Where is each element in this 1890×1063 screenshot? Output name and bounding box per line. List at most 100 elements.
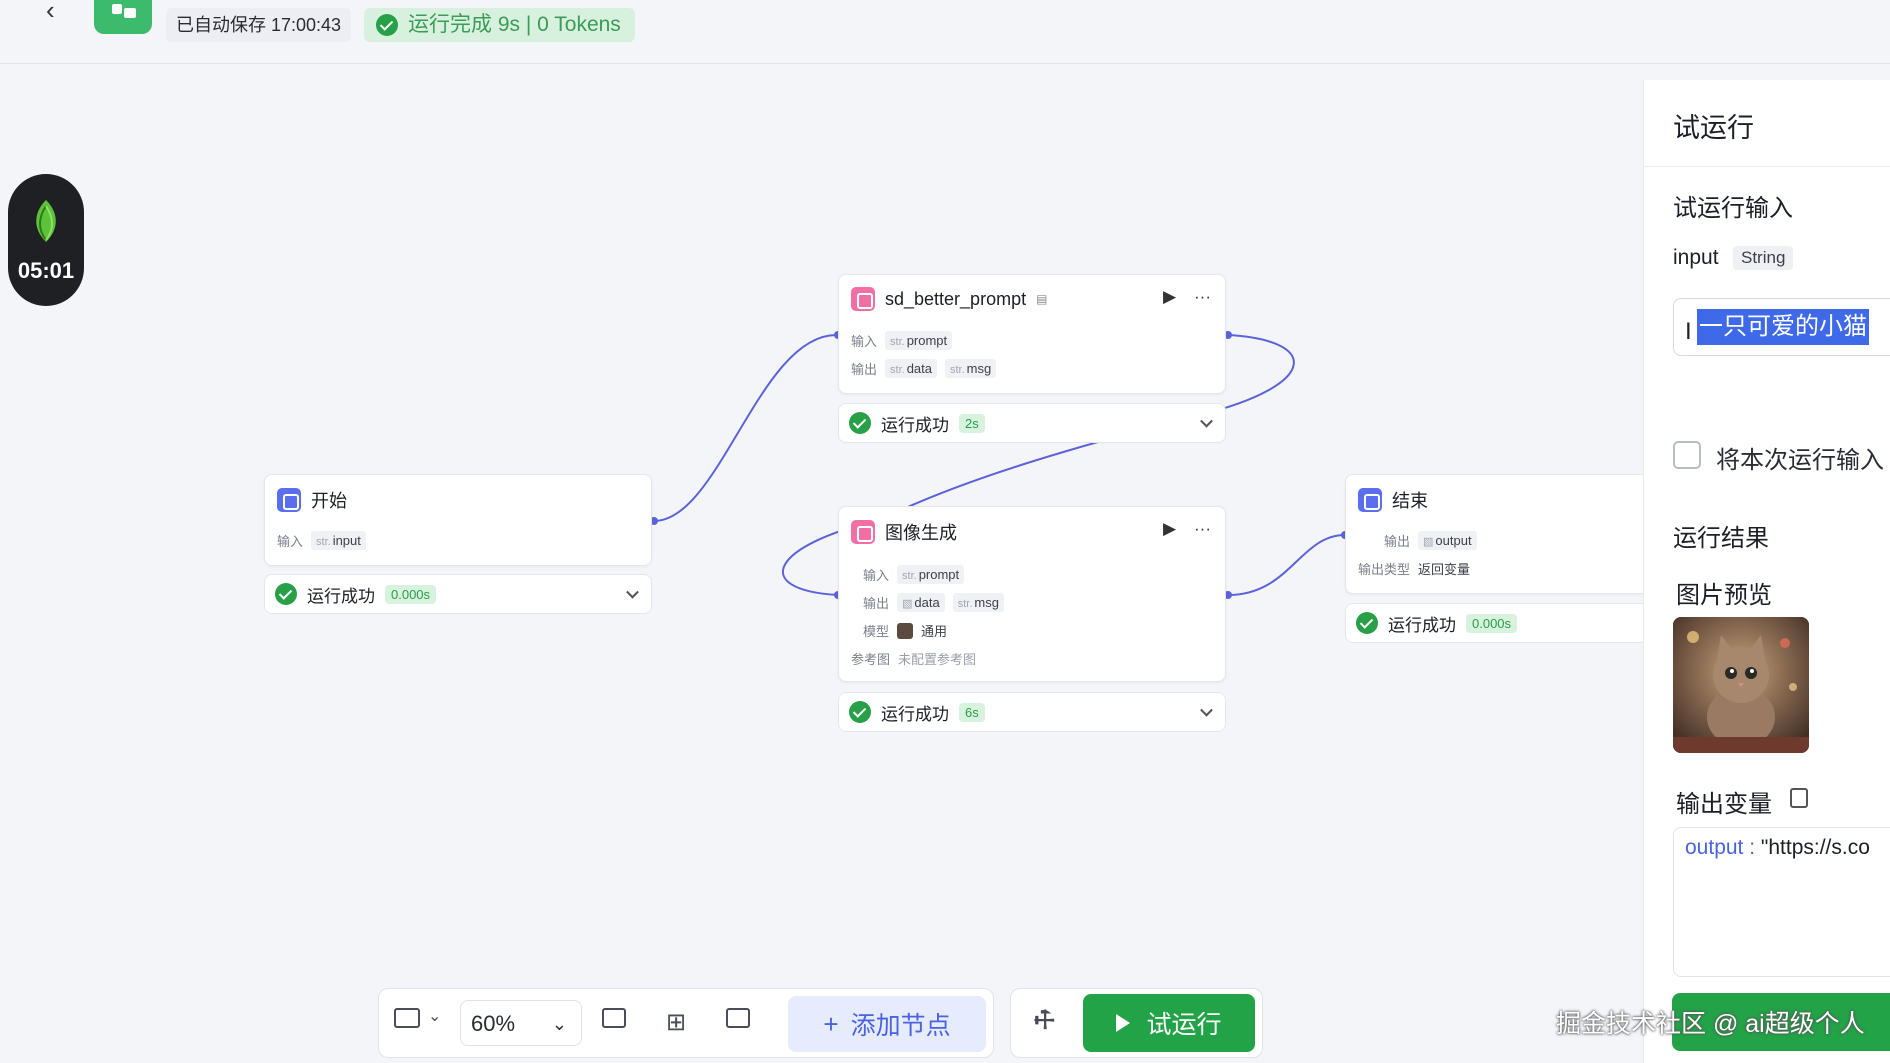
panel-run-button[interactable] [1672, 993, 1890, 1051]
input-label: 输入 [277, 534, 304, 549]
node-end[interactable]: 结束 输出 ▧output 输出类型 返回变量 [1345, 474, 1665, 594]
chevron-down-icon[interactable]: ⌄ [428, 1008, 442, 1025]
plugin-node-icon [851, 287, 875, 311]
sd-status-bar[interactable]: 运行成功 2s [838, 403, 1226, 443]
input-section-title: 试运行输入 [1673, 195, 1793, 222]
check-circle-icon [1356, 612, 1378, 634]
output-var-tag: str.msg [945, 359, 997, 378]
ref-label: 参考图 [851, 652, 891, 667]
start-status-bar[interactable]: 运行成功 0.000s [264, 574, 652, 614]
generated-image[interactable] [1673, 617, 1809, 753]
save-input-checkbox[interactable] [1673, 441, 1701, 469]
chevron-down-icon[interactable] [626, 585, 639, 599]
status-text: 运行成功 [881, 704, 949, 724]
output-type-value: 返回变量 [1418, 562, 1471, 577]
output-type-label: 输出类型 [1358, 562, 1411, 577]
status-text: 运行成功 [1388, 615, 1456, 635]
end-node-icon [1358, 488, 1382, 512]
more-icon[interactable]: ··· [1194, 287, 1211, 306]
input-label: 输入 [851, 334, 878, 349]
grid-layout-icon[interactable]: ⊞ [666, 1009, 687, 1036]
copy-icon[interactable] [1790, 788, 1808, 808]
test-run-label: 试运行 [1146, 1011, 1222, 1039]
output-box [1673, 827, 1890, 977]
output-label: 输出 [851, 362, 878, 377]
start-node-icon [277, 488, 301, 512]
node-title: sd_better_prompt [885, 288, 1027, 309]
node-start[interactable]: 开始 输入 str.input [264, 474, 652, 566]
node-image-generation[interactable]: 图像生成 ▶ ··· 输入 str.prompt 输出 ▧data str.msg… [838, 506, 1226, 682]
output-value: "https://s.co [1760, 836, 1870, 859]
input-var-tag: str.prompt [885, 331, 953, 350]
test-run-button[interactable]: 试运行 [1083, 994, 1255, 1052]
app-logo [94, 0, 152, 34]
input-label: 输入 [863, 568, 890, 583]
image-node-icon [851, 520, 875, 544]
plus-icon: + [823, 1008, 839, 1039]
model-value: 通用 [921, 624, 948, 639]
chevron-down-icon[interactable]: ⌄ [551, 1014, 567, 1034]
play-icon[interactable]: ▶ [1162, 287, 1177, 306]
duration-badge: 6s [959, 702, 985, 722]
run-status-text: 运行完成 9s | 0 Tokens [408, 13, 621, 36]
screen-icon[interactable] [726, 1008, 750, 1028]
output-var-tag: str.data [885, 359, 937, 378]
watermark: 掘金技术社区 @ ai超级个人 [1556, 1010, 1865, 1038]
duration-badge: 0.000s [1466, 613, 1518, 633]
play-icon [1116, 1014, 1131, 1032]
output-line: output : "https://s.co [1685, 836, 1870, 859]
output-var-tag: str.msg [952, 593, 1004, 612]
more-icon[interactable]: ··· [1194, 519, 1211, 538]
ref-value: 未配置参考图 [898, 652, 977, 667]
status-text: 运行成功 [881, 415, 949, 435]
input-var-tag: str.input [311, 531, 366, 550]
duration-badge: 2s [959, 413, 985, 433]
chevron-left-icon[interactable]: ‹ [46, 0, 55, 25]
chevron-down-icon[interactable] [1200, 703, 1213, 717]
output-var-tag: ▧output [1418, 531, 1477, 550]
output-key: output [1685, 836, 1744, 859]
output-label: 输出 [863, 596, 890, 611]
divider [1643, 166, 1890, 167]
timer-value: 05:01 [17, 258, 75, 283]
timer-widget: 05:01 [8, 174, 84, 306]
add-node-label: 添加节点 [850, 1012, 951, 1040]
node-sd-better-prompt[interactable]: sd_better_prompt▤ ▶··· 输入 str.prompt 输出 … [838, 274, 1226, 394]
model-label: 模型 [863, 624, 890, 639]
zoom-select[interactable]: 60% ⌄ [460, 1000, 582, 1046]
leaf-icon [36, 200, 56, 242]
port-sd-out [1224, 331, 1232, 339]
text-cursor-icon: I [1685, 318, 1692, 345]
image-icon: ▧ [902, 598, 913, 610]
input-var-tag: str.prompt [897, 565, 965, 584]
autosave-status: 已自动保存 17:00:43 [166, 8, 352, 42]
output-var-label: 输出变量 [1676, 791, 1772, 818]
check-circle-icon [849, 412, 871, 434]
save-input-label: 将本次运行输入 [1716, 447, 1884, 474]
port-start-out [650, 517, 658, 525]
input-name: input [1673, 246, 1719, 269]
image-preview-label: 图片预览 [1676, 582, 1772, 609]
output-var-tag: ▧data [897, 593, 945, 612]
port-image-out [1224, 591, 1232, 599]
check-circle-icon [275, 583, 297, 605]
node-title: 结束 [1392, 491, 1428, 511]
output-label: 输出 [1384, 534, 1411, 549]
edge-layer [650, 331, 1349, 599]
image-status-bar[interactable]: 运行成功 6s [838, 692, 1226, 732]
edge-image-to-end [1227, 534, 1346, 596]
play-icon[interactable]: ▶ [1162, 519, 1177, 538]
edge-start-to-sd [653, 333, 839, 522]
status-text: 运行成功 [307, 586, 375, 606]
end-status-bar[interactable]: 运行成功 0.000s [1345, 603, 1665, 643]
add-node-button[interactable]: + 添加节点 [788, 996, 986, 1052]
input-field-value[interactable]: 一只可爱的小猫 [1697, 309, 1869, 345]
check-circle-icon [849, 701, 871, 723]
zoom-value: 60% [471, 1011, 516, 1036]
minimap-icon[interactable] [394, 1008, 420, 1028]
node-title: 图像生成 [885, 523, 957, 543]
node-title: 开始 [311, 491, 347, 511]
comment-icon[interactable] [602, 1008, 626, 1028]
chevron-down-icon[interactable] [1200, 414, 1213, 428]
check-circle-icon [376, 14, 398, 36]
